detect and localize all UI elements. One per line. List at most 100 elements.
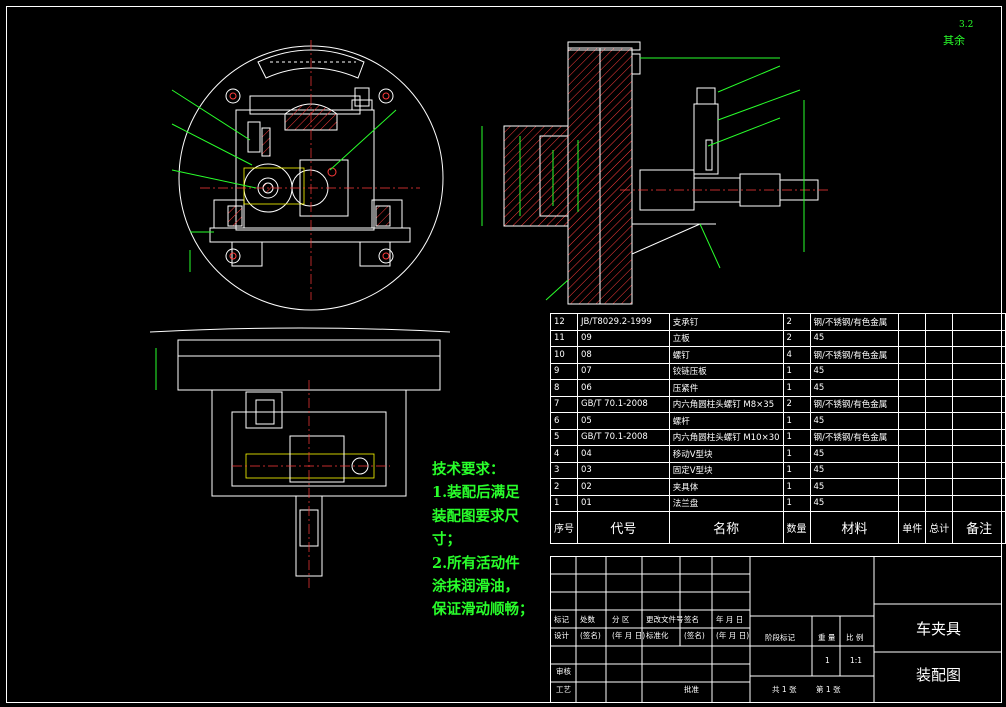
- bom-cell-material: 45: [809, 412, 900, 430]
- bom-cell-empty: [925, 379, 954, 397]
- bom-cell-empty: [925, 445, 954, 463]
- tech-line: 寸；: [432, 531, 461, 549]
- bom-cell-empty: [952, 329, 1006, 347]
- header-no: 序号: [550, 511, 578, 544]
- title-block-grid: [550, 556, 1002, 703]
- bom-cell-material: 45: [809, 478, 900, 496]
- bom-cell-empty: [898, 313, 927, 331]
- bom-cell-qty: 1: [782, 461, 811, 479]
- bom-cell-name: 螺钉: [668, 346, 784, 364]
- bom-cell-qty: 1: [782, 445, 811, 463]
- bom-cell-code: 01: [577, 494, 670, 512]
- bom-cell-material: 钢/不锈钢/有色金属: [809, 313, 900, 331]
- bom-cell-empty: [898, 362, 927, 380]
- title-block-label: (年 月 日): [716, 631, 750, 640]
- bom-cell-empty: [925, 346, 954, 364]
- title-block-label: 标准化: [646, 631, 669, 640]
- bom-cell-empty: [925, 412, 954, 430]
- bom-cell-name: 压紧件: [668, 379, 784, 397]
- title-block: 标记处数分 区更改文件号签名年 月 日 设计(签名)(年 月 日)标准化(签名)…: [550, 556, 1002, 703]
- bom-cell-empty: [952, 346, 1006, 364]
- bom-cell-empty: [898, 428, 927, 446]
- bom-cell-empty: [925, 494, 954, 512]
- bom-cell-code: 02: [577, 478, 670, 496]
- front-view: [171, 40, 444, 311]
- bom-cell-no: 9: [550, 362, 578, 380]
- bom-cell-empty: [898, 346, 927, 364]
- bom-cell-empty: [925, 428, 954, 446]
- header-unit: 单件: [898, 511, 927, 544]
- bom-cell-empty: [898, 461, 927, 479]
- title-block-label: (签名): [580, 631, 601, 640]
- bom-cell-material: 钢/不锈钢/有色金属: [809, 395, 900, 413]
- technical-requirements: 技术要求： 1.装配后满足装配图要求尺寸；2.所有活动件涂抹润滑油，保证滑动顺畅…: [432, 458, 534, 622]
- header-qty: 数量: [782, 511, 811, 544]
- bom-cell-code: 05: [577, 412, 670, 430]
- title-block-label: 处数: [580, 615, 595, 624]
- tech-line: 装配图要求尺: [432, 507, 519, 525]
- bom-cell-empty: [925, 395, 954, 413]
- tech-line: 2.所有活动件: [432, 554, 520, 572]
- title-block-label: 签名: [684, 615, 699, 624]
- process-label: 工艺: [556, 685, 571, 694]
- bom-cell-material: 钢/不锈钢/有色金属: [809, 346, 900, 364]
- bom-cell-code: 03: [577, 461, 670, 479]
- bom-cell-empty: [898, 445, 927, 463]
- scale-value: 1:1: [850, 656, 863, 665]
- qty-value: 1: [825, 656, 830, 665]
- bom-cell-no: 5: [550, 428, 578, 446]
- bom-cell-no: 1: [550, 494, 578, 512]
- bom-cell-no: 12: [550, 313, 578, 331]
- bom-cell-material: 45: [809, 362, 900, 380]
- bom-cell-qty: 2: [782, 313, 811, 331]
- bom-cell-material: 45: [809, 379, 900, 397]
- bom-cell-empty: [952, 395, 1006, 413]
- tech-line: 涂抹润滑油，: [432, 578, 519, 596]
- bom-cell-empty: [925, 362, 954, 380]
- roughness-value: 3.2: [959, 20, 974, 30]
- bom-cell-qty: 1: [782, 412, 811, 430]
- bom-cell-empty: [952, 313, 1006, 331]
- bom-cell-material: 45: [809, 494, 900, 512]
- drawing-name: 车夹具: [916, 620, 962, 638]
- bom-cell-empty: [925, 329, 954, 347]
- bom-cell-empty: [898, 395, 927, 413]
- bom-cell-name: 支承钉: [668, 313, 784, 331]
- bom-cell-no: 8: [550, 379, 578, 397]
- bom-cell-no: 10: [550, 346, 578, 364]
- bom-cell-no: 4: [550, 445, 578, 463]
- bom-cell-qty: 1: [782, 478, 811, 496]
- bom-cell-name: 螺杆: [668, 412, 784, 430]
- bom-cell-material: 钢/不锈钢/有色金属: [809, 428, 900, 446]
- bom-cell-empty: [952, 412, 1006, 430]
- bom-cell-qty: 1: [782, 362, 811, 380]
- bom-cell-empty: [952, 461, 1006, 479]
- roughness-symbol: 其余 3.2: [943, 20, 973, 48]
- bom-cell-qty: 4: [782, 346, 811, 364]
- bom-header-row: 序号 代号 名称 数量 材料 单件 总计 备注: [550, 511, 1006, 544]
- bom-cell-qty: 1: [782, 428, 811, 446]
- bom-cell-empty: [952, 362, 1006, 380]
- bom-cell-name: 法兰盘: [668, 494, 784, 512]
- title-block-label: 设计: [554, 631, 569, 640]
- header-remark: 备注: [952, 511, 1006, 544]
- stage-label: 阶段标记: [765, 633, 795, 642]
- bom-cell-code: 04: [577, 445, 670, 463]
- bom-cell-material: 45: [809, 329, 900, 347]
- tech-line: 1.装配后满足: [432, 484, 520, 502]
- bom-cell-name: 铰链压板: [668, 362, 784, 380]
- bom-cell-code: JB/T8029.2-1999: [577, 313, 670, 331]
- bom-cell-empty: [952, 445, 1006, 463]
- bom-cell-name: 移动V型块: [668, 445, 784, 463]
- bom-cell-code: 08: [577, 346, 670, 364]
- bom-cell-empty: [898, 329, 927, 347]
- header-name: 名称: [668, 511, 784, 544]
